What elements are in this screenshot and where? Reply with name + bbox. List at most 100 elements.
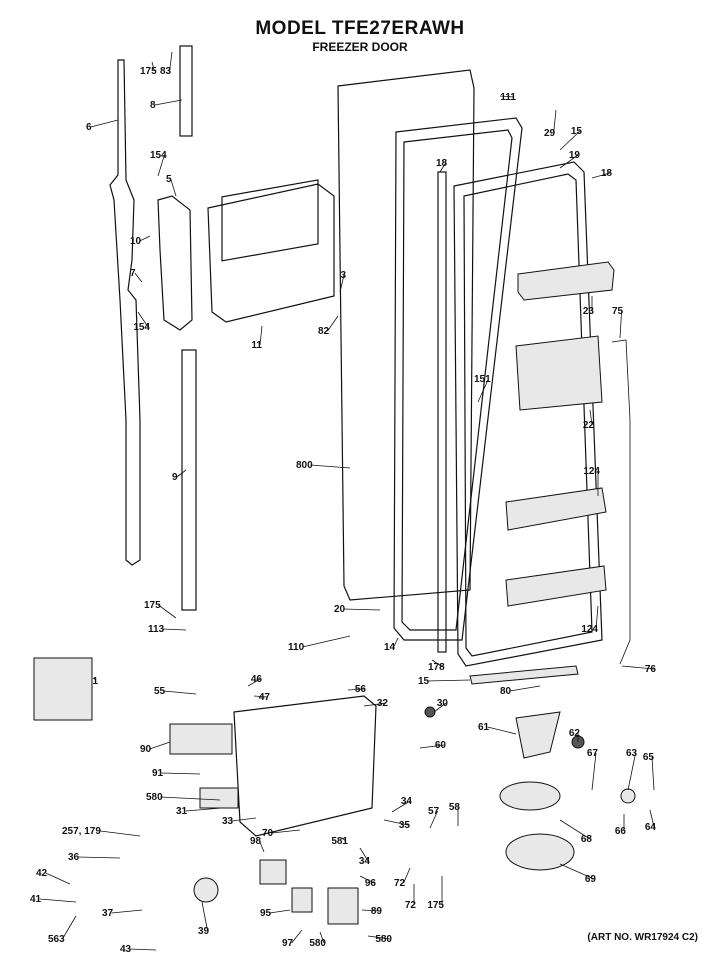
part-number-label: 800 [296, 460, 313, 471]
control-panel-90 [169, 723, 233, 755]
part-number-label: 91 [152, 768, 164, 779]
part-number-label: 34 [401, 796, 413, 807]
part-number-label: 82 [318, 326, 330, 337]
part-number-label: 31 [176, 806, 188, 817]
leader-line [383, 819, 409, 826]
leader-line [259, 840, 265, 853]
leader-line [310, 464, 351, 469]
part-number-label: 18 [601, 168, 613, 179]
gasket-trim-strip [437, 171, 447, 653]
leader-line [591, 172, 611, 179]
leader-line [649, 809, 655, 828]
part-number-label: 20 [334, 604, 346, 615]
actuator-89 [327, 887, 359, 925]
part-number-label: 64 [645, 822, 657, 833]
leader-line [487, 726, 517, 735]
part-number-label: 57 [428, 806, 440, 817]
part-number-label: 42 [36, 868, 48, 879]
leader-line [591, 752, 597, 791]
part-number-label: 76 [645, 664, 657, 675]
part-number-label: 63 [626, 748, 638, 759]
part-number-label: 29 [544, 128, 556, 139]
part-number-label: 56 [355, 684, 367, 695]
leader-line [559, 863, 595, 880]
part-number-label: 175 [140, 66, 157, 77]
leader-line [499, 95, 515, 98]
leader-line [161, 772, 201, 775]
door-gasket-inner [401, 129, 513, 631]
leader-line [154, 99, 183, 106]
leader-line [343, 608, 381, 611]
leader-line [403, 867, 411, 884]
handle-upper [157, 195, 193, 331]
leader-line [247, 678, 261, 687]
part-number-label: 110 [288, 642, 305, 653]
leader-line [477, 378, 489, 403]
leader-line [341, 837, 347, 842]
leader-line [176, 469, 187, 478]
dispenser-housing [233, 695, 377, 837]
leader-line [45, 872, 71, 885]
part-number-label: 65 [643, 752, 655, 763]
part-number-label: 47 [259, 692, 271, 703]
harness-wire [611, 339, 631, 665]
part-number-label: 72 [394, 878, 406, 889]
screw-30 [424, 706, 436, 718]
leader-line [162, 628, 187, 631]
part-number-label: 61 [478, 722, 490, 733]
door-trim-strip [109, 59, 141, 566]
door-inner-liner [453, 161, 603, 667]
door-shelf-23 [517, 261, 615, 301]
leader-line [393, 637, 399, 648]
leader-line [163, 690, 197, 695]
leader-line [367, 935, 391, 940]
leader-line [361, 909, 381, 912]
part-number-label: 98 [250, 836, 262, 847]
leader-line [433, 702, 447, 713]
leader-line [559, 154, 579, 169]
panel-window [221, 179, 319, 262]
door-inner-liner-edge [463, 173, 593, 657]
part-number-label: 34 [359, 856, 371, 867]
model-title: MODEL TFE27ERAWH [255, 18, 465, 39]
drip-tray [199, 787, 239, 809]
motor-39 [193, 877, 219, 903]
door-shelf-124-lower [505, 565, 607, 607]
part-number-label: 39 [198, 926, 210, 937]
part-number-label: 80 [500, 686, 512, 697]
part-number-label: 3 [340, 270, 346, 281]
leader-line [77, 856, 121, 859]
leader-line [134, 272, 143, 283]
part-number-label: 14 [384, 642, 396, 653]
part-number-label: 22 [583, 420, 595, 431]
part-number-label: 178 [428, 662, 445, 673]
part-number-label: 32 [377, 698, 389, 709]
part-number-label: 23 [583, 306, 595, 317]
part-number-label: 35 [399, 820, 411, 831]
part-number-label: 62 [569, 728, 581, 739]
leader-line [93, 677, 97, 682]
part-number-label: 72 [405, 900, 417, 911]
part-number-label: 83 [160, 66, 172, 77]
part-number-label: 1 [92, 676, 98, 687]
leader-line [509, 685, 541, 692]
leader-line [253, 695, 269, 698]
door-gasket [393, 117, 523, 641]
part-number-label: 70 [262, 828, 274, 839]
part-number-label: 95 [260, 908, 272, 919]
part-number-label: 124 [581, 624, 598, 635]
door-shelf-124-upper [505, 487, 607, 531]
leader-line [347, 688, 365, 691]
part-number-label: 8 [150, 100, 156, 111]
part-number-label: 154 [133, 322, 150, 333]
leader-line [431, 659, 443, 668]
diagram-subtitle: FREEZER DOOR [312, 40, 408, 54]
ice-chute [505, 833, 575, 871]
leader-line [269, 909, 291, 914]
part-number-label: 18 [436, 158, 448, 169]
leader-line [39, 898, 77, 903]
leader-line [621, 665, 655, 670]
bottom-trim-bar [469, 665, 579, 685]
